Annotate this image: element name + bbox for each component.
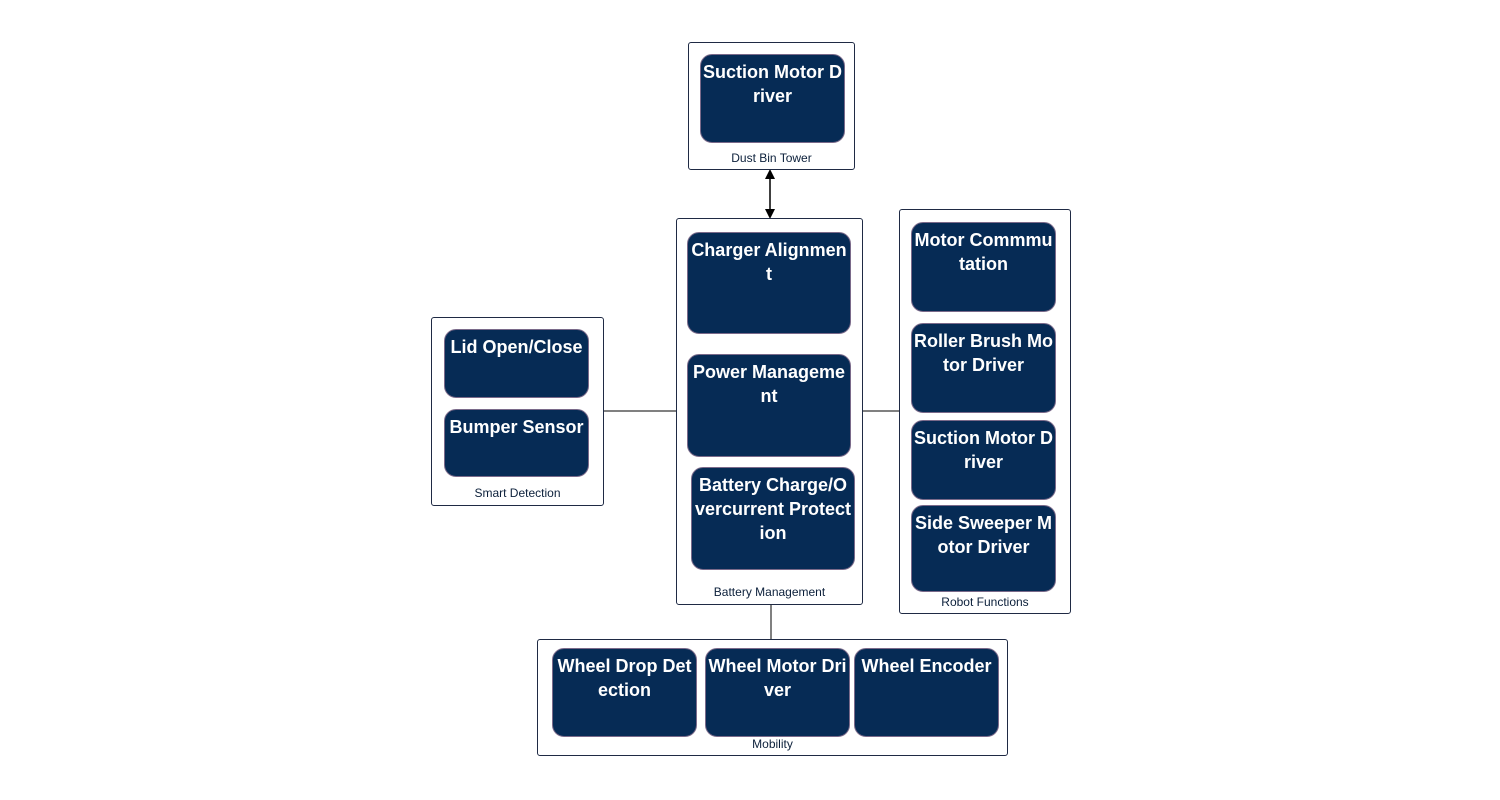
mobility-label: Mobility [752, 737, 793, 751]
robot-functions-group: Motor Commmutation Roller Brush Motor Dr… [899, 209, 1071, 614]
smart-detection-label: Smart Detection [474, 486, 561, 500]
motor-commutation-block: Motor Commmutation [911, 222, 1056, 312]
dust-bin-tower-group: Suction Motor Driver Dust Bin Tower [688, 42, 855, 170]
roller-brush-motor-driver-block: Roller Brush Motor Driver [911, 323, 1056, 413]
wheel-encoder-block: Wheel Encoder [854, 648, 999, 737]
battery-management-group: Charger Alignment Power Management Batte… [676, 218, 863, 605]
suction-motor-driver-block: Suction Motor Driver [700, 54, 845, 143]
power-management-block: Power Management [687, 354, 851, 457]
wheel-motor-driver-block: Wheel Motor Driver [705, 648, 850, 737]
suction-motor-driver-block-2: Suction Motor Driver [911, 420, 1056, 500]
lid-open-close-block: Lid Open/Close [444, 329, 589, 398]
charger-alignment-block: Charger Alignment [687, 232, 851, 334]
side-sweeper-motor-driver-block: Side Sweeper Motor Driver [911, 505, 1056, 592]
smart-detection-group: Lid Open/Close Bumper Sensor Smart Detec… [431, 317, 604, 506]
robot-functions-label: Robot Functions [941, 595, 1029, 609]
battery-protection-block: Battery Charge/Overcurrent Protection [691, 467, 855, 570]
mobility-group: Wheel Drop Detection Wheel Motor Driver … [537, 639, 1008, 756]
bumper-sensor-block: Bumper Sensor [444, 409, 589, 477]
wheel-drop-detection-block: Wheel Drop Detection [552, 648, 697, 737]
dust-bin-tower-label: Dust Bin Tower [731, 151, 812, 165]
battery-management-label: Battery Management [713, 585, 826, 599]
